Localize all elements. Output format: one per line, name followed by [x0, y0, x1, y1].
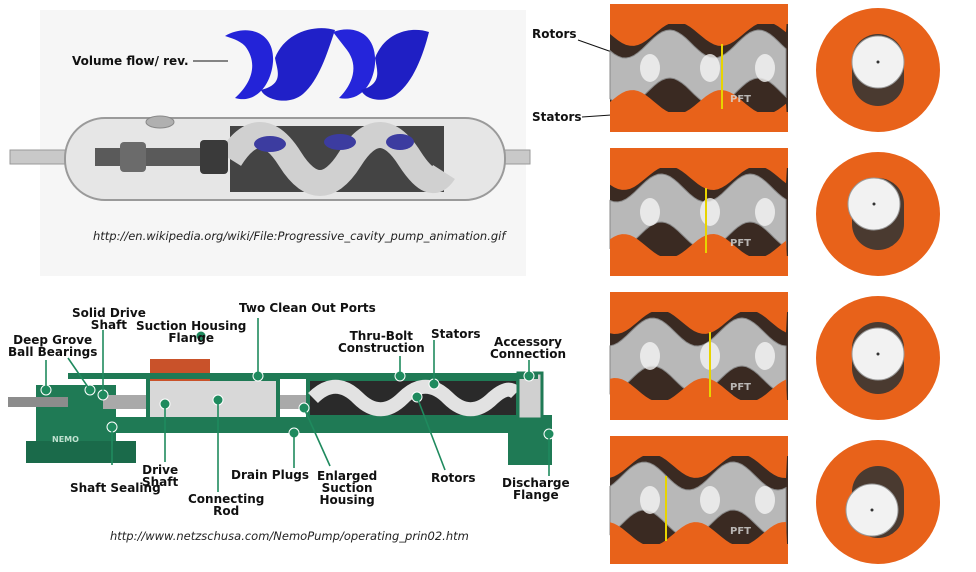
- frame-watermark-3: PFT: [730, 382, 751, 393]
- cross-section-frame-1: [816, 8, 940, 132]
- cross-section-frame-3: [816, 296, 940, 420]
- netzsch-source-url[interactable]: http://www.netzschusa.com/NemoPump/opera…: [110, 529, 469, 543]
- label-rotors: Rotors: [431, 471, 476, 485]
- frame-rotor-label: Rotors: [532, 27, 577, 41]
- frame-watermark-2: PFT: [730, 238, 751, 249]
- stator-rotor-frame-3: [609, 292, 788, 420]
- label-stators: Stators: [431, 327, 481, 341]
- frame-stator-label: Stators: [532, 110, 582, 124]
- volume-helix-shape: [225, 28, 429, 101]
- label-shaft-sealing: Shaft Sealing: [70, 481, 161, 495]
- wiki-source-url[interactable]: http://en.wikipedia.org/wiki/File:Progre…: [93, 229, 506, 243]
- cross-section-frame-2: [816, 152, 940, 276]
- frame-watermark-1: PFT: [730, 94, 751, 105]
- frame-watermark-4: PFT: [730, 526, 751, 537]
- cross-section-frame-4: [816, 440, 940, 564]
- volume-flow-label: Volume flow/ rev.: [72, 54, 189, 68]
- stator-rotor-frame-1: [609, 4, 788, 132]
- wiki-pump-cutaway: [9, 115, 531, 201]
- brand-plate: NEMO: [52, 435, 79, 444]
- label-drain-plugs: Drain Plugs: [231, 468, 309, 482]
- stator-rotor-frame-2: [609, 148, 788, 276]
- nemo-pump-cutaway: [8, 359, 552, 465]
- label-enlarged-suction-housing: Enlarged Suction Housing: [317, 469, 378, 507]
- label-two-clean-out-ports: Two Clean Out Ports: [239, 301, 376, 315]
- stator-rotor-frame-4: [609, 436, 788, 564]
